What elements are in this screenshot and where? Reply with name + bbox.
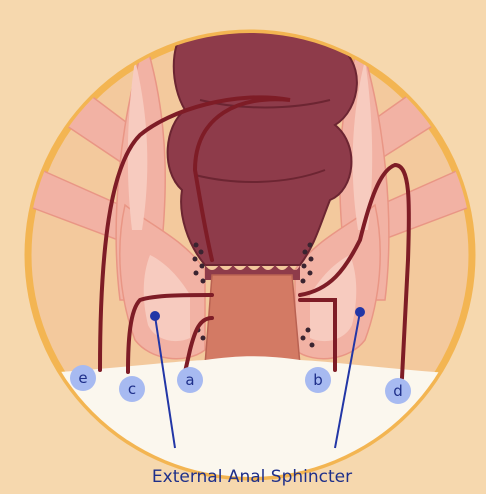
caption-external-anal-sphincter: External Anal Sphincter xyxy=(152,467,352,487)
label-a: a xyxy=(177,367,203,393)
label-d: d xyxy=(385,378,411,404)
label-a-text: a xyxy=(185,371,194,389)
label-d-text: d xyxy=(393,382,403,400)
label-b: b xyxy=(305,367,331,393)
label-e-text: e xyxy=(78,369,87,387)
label-b-text: b xyxy=(313,371,323,389)
label-c: c xyxy=(119,376,145,402)
label-c-text: c xyxy=(128,380,136,398)
label-e: e xyxy=(70,365,96,391)
anal-canal xyxy=(205,275,300,365)
